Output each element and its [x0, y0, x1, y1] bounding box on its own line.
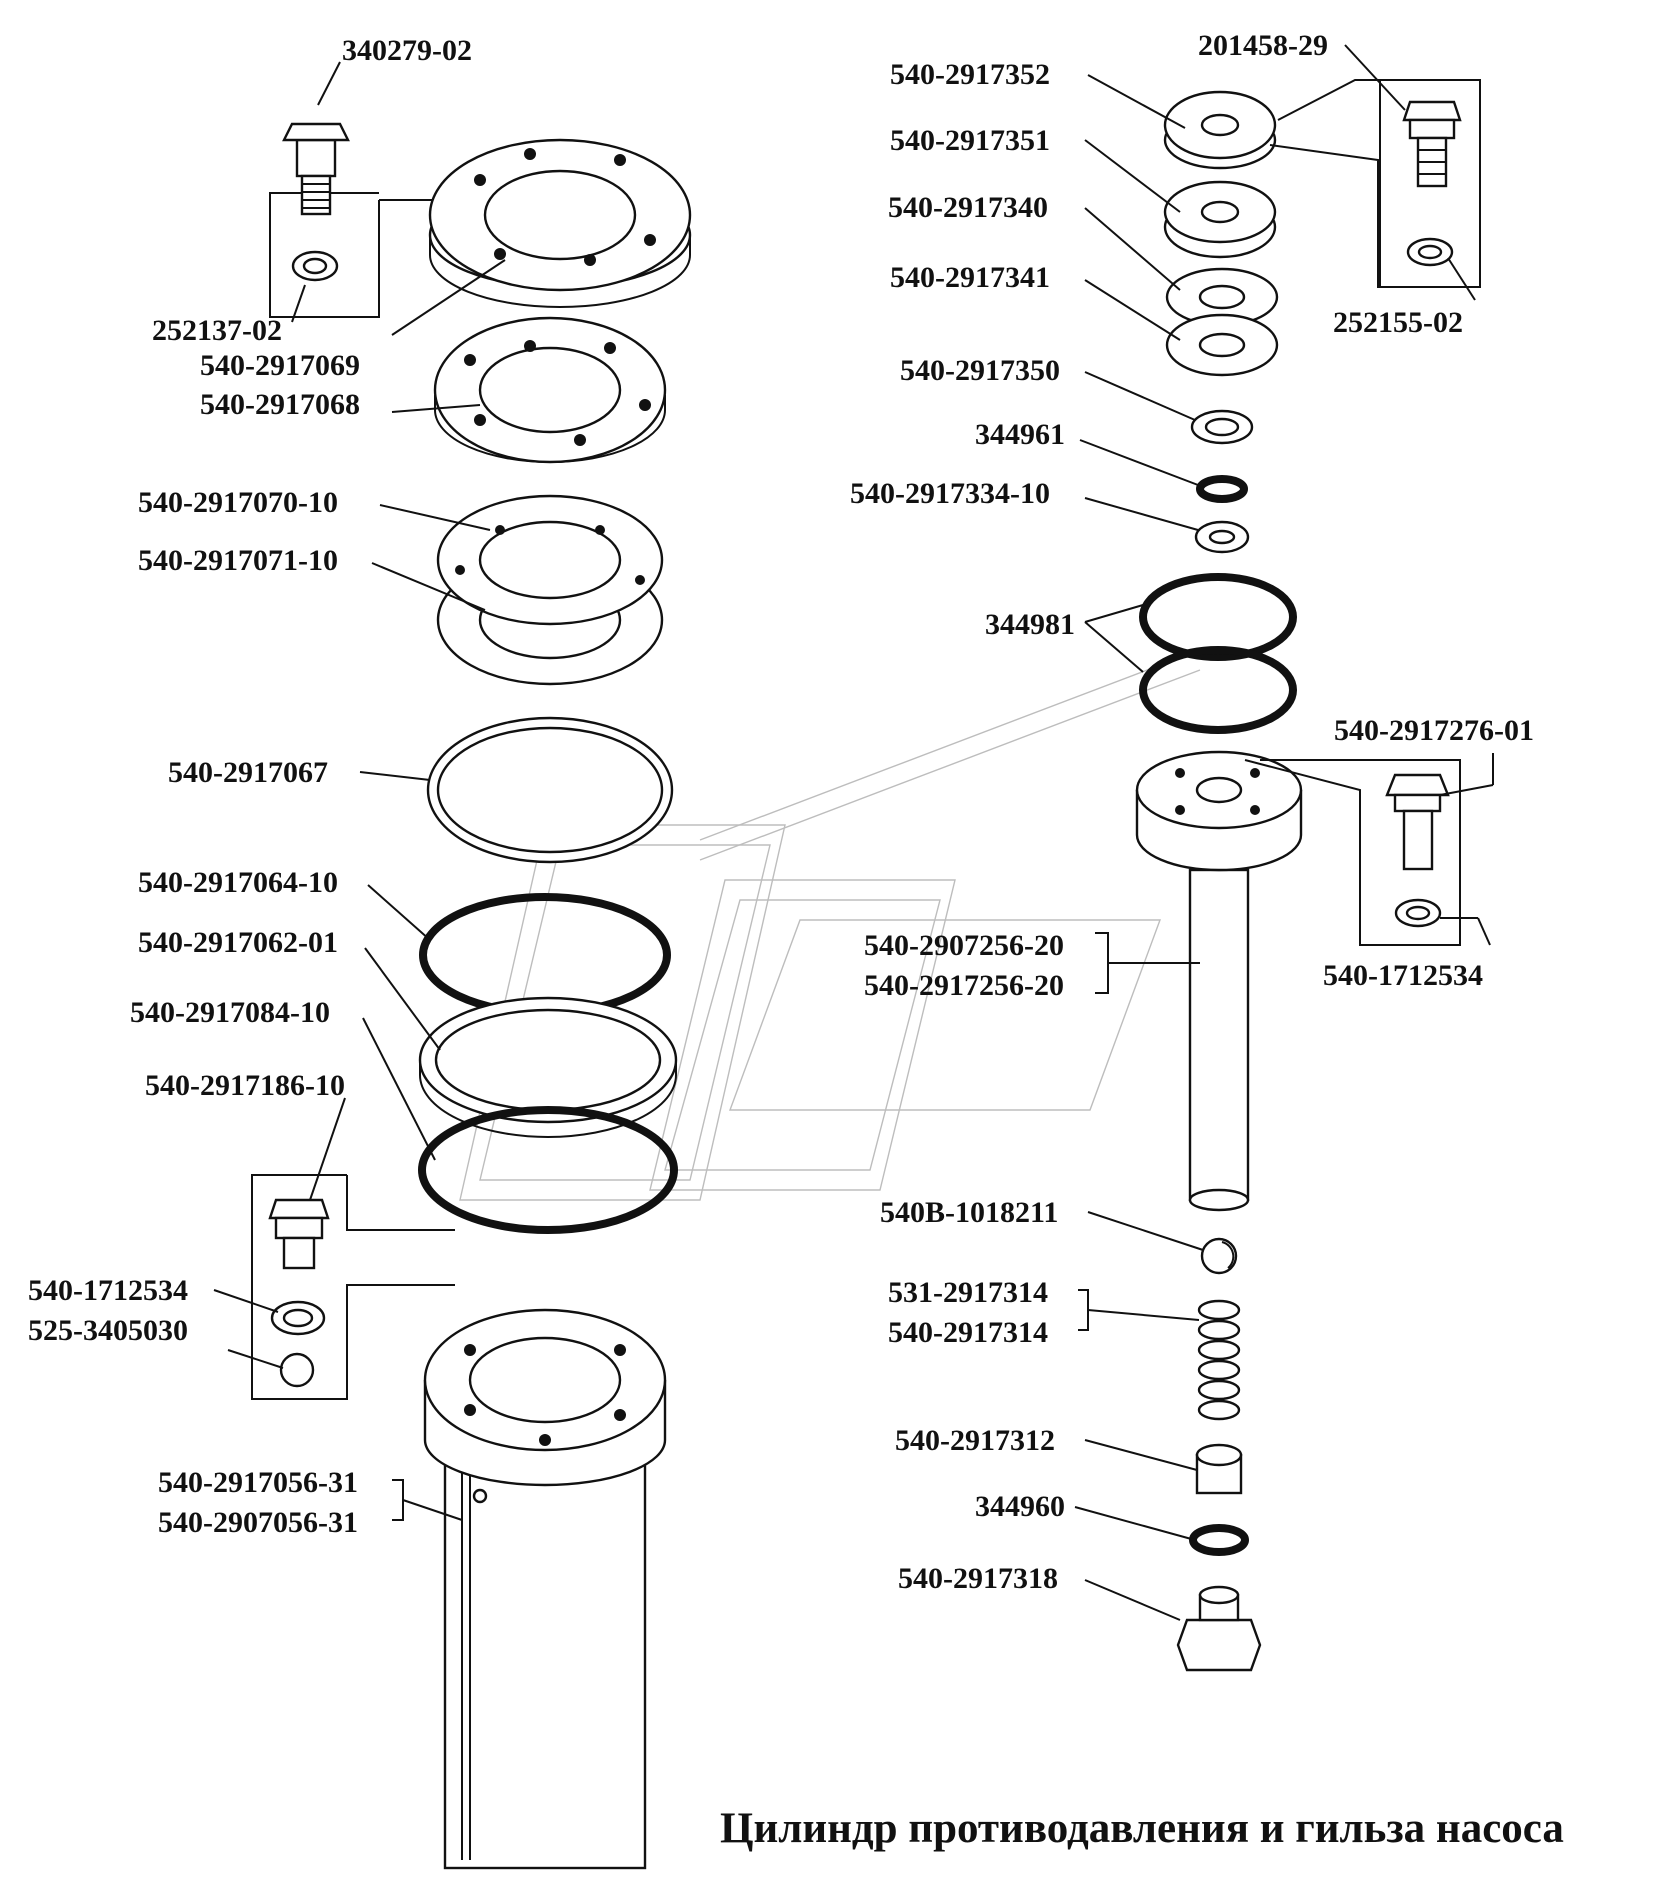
label-540-2907256-20: 540-2907256-20 [864, 929, 1064, 962]
label-540B-1018211: 540В-1018211 [880, 1196, 1058, 1229]
ring-540-2917067 [426, 716, 674, 864]
label-344981: 344981 [985, 608, 1075, 641]
label-540-2917056-31: 540-2917056-31 [158, 1466, 358, 1499]
leader-lines [213, 44, 1494, 1621]
label-340279-02: 340279-02 [342, 34, 472, 67]
label-531-2917314: 531-2917314 [888, 1276, 1048, 1309]
orings-344981 [1139, 573, 1297, 734]
rings-540-2917064-10 [418, 893, 678, 1234]
label-540-2917256-20: 540-2917256-20 [864, 969, 1064, 1002]
label-540-2917318: 540-2917318 [898, 1562, 1058, 1595]
part-labels-left: 340279-02 252137-02 540-2917069 540-2917… [28, 34, 472, 1539]
label-540-2917071-10: 540-2917071-10 [138, 544, 338, 577]
bolt-340279-02-group [269, 122, 460, 318]
label-540-2917276-01: 540-2917276-01 [1334, 714, 1534, 747]
watermark-logo [459, 649, 1201, 1201]
bolt-540-2917186-10-group [251, 1174, 455, 1400]
label-540-2917064-10: 540-2917064-10 [138, 866, 338, 899]
cylinder-540-2917056-31 [423, 1308, 667, 1870]
label-540-2917352: 540-2917352 [890, 58, 1050, 91]
gaskets-540-2917070-10 [436, 494, 664, 686]
label-540-2917340: 540-2917340 [888, 191, 1048, 224]
label-540-2917084-10: 540-2917084-10 [130, 996, 330, 1029]
label-540-2917070-10: 540-2917070-10 [138, 486, 338, 519]
label-344961: 344961 [975, 418, 1065, 451]
label-540-2917062-01: 540-2917062-01 [138, 926, 338, 959]
label-201458-29: 201458-29 [1198, 29, 1328, 62]
label-540-2917067: 540-2917067 [168, 756, 328, 789]
label-540-2917186-10: 540-2917186-10 [145, 1069, 345, 1102]
label-252137-02: 252137-02 [152, 314, 282, 347]
label-540-2917351: 540-2917351 [890, 124, 1050, 157]
label-525-3405030: 525-3405030 [28, 1314, 188, 1347]
valve-plates-stack [1163, 90, 1279, 377]
label-540-1712534-left: 540-1712534 [28, 1274, 188, 1307]
label-540-2917350: 540-2917350 [900, 354, 1060, 387]
plunger-540-2907256-20 [1135, 750, 1303, 1212]
label-540-2917068: 540-2917068 [200, 388, 360, 421]
label-344960: 344960 [975, 1490, 1065, 1523]
label-540-1712534-right: 540-1712534 [1323, 959, 1483, 992]
label-540-2917334-10: 540-2917334-10 [850, 477, 1050, 510]
valve-parts-bottom [1176, 1237, 1262, 1672]
label-540-2917341: 540-2917341 [890, 261, 1050, 294]
flange-540-2917068 [433, 316, 667, 464]
small-seals-stack [1190, 409, 1254, 554]
bolt-201458-29-group [1269, 79, 1481, 288]
label-252155-02: 252155-02 [1333, 306, 1463, 339]
part-labels-right: 201458-29 540-2917352 540-2917351 540-29… [850, 29, 1534, 1595]
flange-540-2917069 [428, 138, 692, 308]
label-540-2917312: 540-2917312 [895, 1424, 1055, 1457]
label-540-2917314: 540-2917314 [888, 1316, 1048, 1349]
label-540-2907056-31: 540-2907056-31 [158, 1506, 358, 1539]
bolt-540-2917276-01-group [1244, 759, 1461, 946]
diagram-title: Цилиндр противодавления и гильза насоса [720, 1805, 1564, 1852]
label-540-2917069: 540-2917069 [200, 349, 360, 382]
